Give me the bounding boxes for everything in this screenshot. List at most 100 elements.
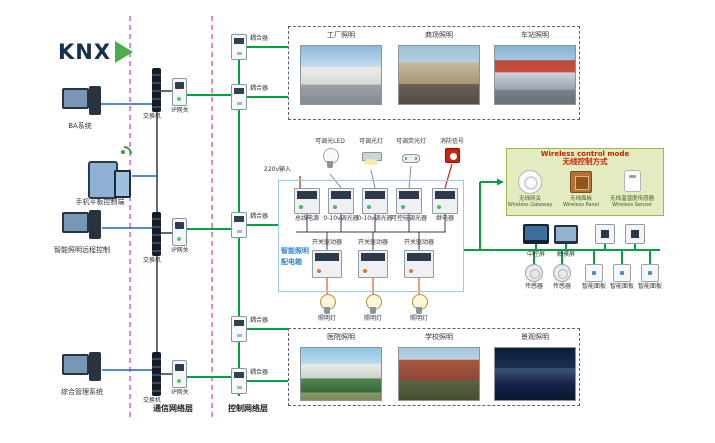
- wall-panel-icon: [595, 224, 615, 244]
- arrow-to-wireless-box: [497, 178, 504, 186]
- lamp2-label: 照明灯: [363, 315, 382, 322]
- top-photo3-label: 车站照明: [521, 31, 549, 39]
- coupler5-label: 耦合器: [250, 369, 269, 376]
- driver2-label: 开关驱动器: [357, 239, 388, 246]
- dimmable-led-icon: [323, 148, 339, 170]
- smart-panel-icon: [585, 264, 603, 282]
- load1-label: 可调光LED: [315, 138, 345, 145]
- desktop-pc-icon: [62, 86, 102, 118]
- lamp-icon: [320, 294, 336, 316]
- panel2-label: 智能面板: [609, 283, 634, 290]
- bus-coupler-icon: [231, 212, 247, 238]
- switch3-label: 交换机: [142, 397, 161, 404]
- module3-label: 0-10v调光器: [357, 215, 393, 222]
- mall-lighting-photo: [398, 45, 480, 105]
- bottom-photo2-label: 学校照明: [425, 333, 453, 341]
- driver1-label: 开关驱动器: [311, 239, 342, 246]
- coupler3-label: 耦合器: [250, 213, 269, 220]
- module4-label: 可控硅调光器: [390, 215, 427, 222]
- module5-label: 继电器: [435, 215, 454, 222]
- wireless-item1-zh: 无线网关: [518, 196, 541, 202]
- layer-divider-lines: [129, 16, 213, 420]
- pc1-label: BA系统: [68, 122, 92, 130]
- dimmable-downlight-icon: [362, 152, 382, 166]
- factory-lighting-photo: [300, 45, 382, 105]
- triac-dimmer-module-icon: [396, 188, 422, 214]
- touch-screen-icon: [554, 225, 578, 244]
- bus-coupler-icon: [231, 316, 247, 342]
- bus-coupler-icon: [231, 84, 247, 110]
- station-lighting-photo: [494, 45, 576, 105]
- module1-label: 总线电源: [294, 215, 319, 222]
- panel1-label: 智能面板: [581, 283, 606, 290]
- sensor2-label: 传感器: [552, 283, 571, 290]
- lamp1-label: 照明灯: [317, 315, 336, 322]
- load4-label: 消防信号: [439, 138, 464, 145]
- lamp-icon: [366, 294, 382, 316]
- knx-logo-text: KNX: [58, 40, 112, 64]
- control-layer-label: 控制网络层: [228, 404, 268, 413]
- fluorescent-tube-icon: [402, 154, 420, 163]
- network-switch-icon: [152, 352, 161, 396]
- gateway1-label: IP网关: [171, 107, 189, 114]
- power-input-label: 220v输入: [264, 166, 292, 173]
- ip-gateway-icon: [172, 360, 187, 388]
- coupler2-label: 耦合器: [250, 85, 269, 92]
- knx-logo: KNX: [58, 40, 134, 64]
- smart-panel-icon: [641, 264, 659, 282]
- relay-module-icon: [432, 188, 458, 214]
- pc2-label: 智能照明远程控制: [54, 246, 110, 254]
- top-photo1-label: 工厂照明: [327, 31, 355, 39]
- bus-coupler-icon: [231, 34, 247, 60]
- gateway2-label: IP网关: [171, 247, 189, 254]
- ethernet-lines: [100, 103, 157, 371]
- school-lighting-photo: [398, 347, 480, 401]
- load3-label: 可调荧光灯: [395, 138, 426, 145]
- smart-panel-icon: [613, 264, 631, 282]
- coupler4-label: 耦合器: [250, 317, 269, 324]
- dimmer-module-icon: [362, 188, 388, 214]
- panel3-label: 智能面板: [637, 283, 662, 290]
- wireless-item2-en: Wireless Panel: [563, 202, 599, 208]
- wifi-icon: [114, 146, 130, 158]
- bottom-gallery-box: [288, 328, 580, 406]
- distbox-title-line1: 智能照明: [281, 247, 309, 255]
- central-control-screen-icon: [523, 224, 549, 244]
- switch-actuator-icon: [312, 250, 342, 278]
- wall-panel-icon: [625, 224, 645, 244]
- sensor-icon: [553, 264, 571, 282]
- communication-layer-label: 通信网络层: [153, 404, 193, 413]
- desktop-pc-icon: [62, 210, 102, 242]
- driver3-label: 开关驱动器: [403, 239, 434, 246]
- tablet-label: 手机平板控制端: [75, 198, 125, 206]
- tablet-phone-icon: [88, 156, 131, 199]
- switch-actuator-icon: [358, 250, 388, 278]
- top-gallery-box: [288, 26, 580, 120]
- touch-screen-label: 触摸屏: [556, 251, 575, 258]
- lamp3-label: 照明灯: [409, 315, 428, 322]
- fire-signal-icon: [445, 148, 460, 163]
- knx-logo-triangle-icon: [115, 41, 134, 63]
- lamp-icon: [412, 294, 428, 316]
- network-switch-icon: [152, 68, 161, 112]
- wireless-item1-en: Wireless Gateway: [507, 202, 553, 208]
- ip-gateway-icon: [172, 218, 187, 246]
- bottom-photo3-label: 景观照明: [521, 333, 549, 341]
- switch1-label: 交换机: [142, 113, 161, 120]
- wireless-panel-icon: [570, 171, 592, 193]
- sensor1-label: 传感器: [524, 283, 543, 290]
- wireless-gateway-icon: [518, 170, 542, 194]
- dimmer-module-icon: [328, 188, 354, 214]
- switch2-label: 交换机: [142, 257, 161, 264]
- central-screen-label: 中控屏: [526, 251, 545, 258]
- wireless-title-zh: 无线控制方式: [562, 157, 608, 166]
- bus-coupler-icon: [231, 368, 247, 394]
- wireless-sensor-icon: [624, 170, 641, 192]
- wireless-item2-zh: 无线面板: [569, 196, 592, 202]
- wireless-item3-zh: 无线温湿度传感器: [609, 196, 654, 202]
- load2-label: 可调光灯: [358, 138, 383, 145]
- switch-actuator-icon: [404, 250, 434, 278]
- ip-gateway-icon: [172, 78, 187, 106]
- wireless-title-en: Wireless control mode: [540, 150, 630, 158]
